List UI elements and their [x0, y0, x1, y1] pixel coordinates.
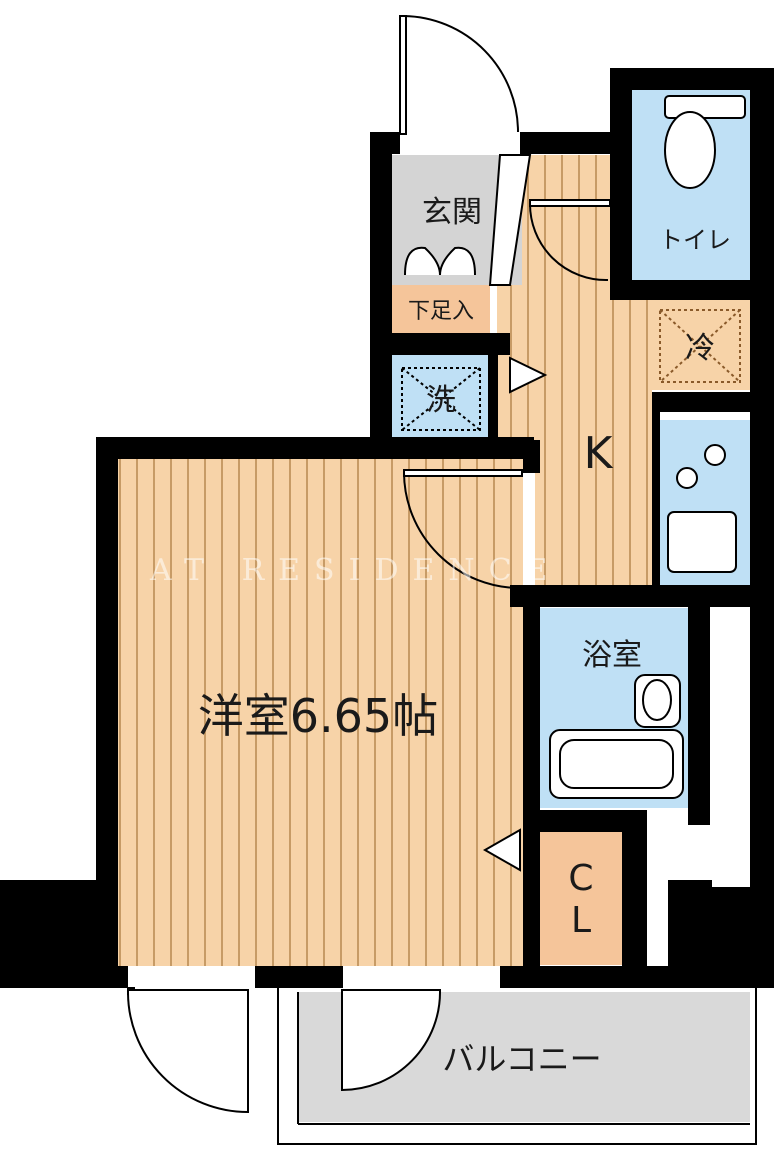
- kitchen-corridor-floor: [497, 155, 652, 585]
- balcony-door-right[interactable]: [341, 989, 442, 1092]
- toilet-door[interactable]: [528, 199, 611, 282]
- bath-window-gap: [712, 607, 750, 887]
- fridge-icon: [659, 309, 741, 383]
- label-closet-c: C: [568, 858, 593, 899]
- label-reizouko: 冷: [685, 331, 715, 366]
- closet-arrow-icon: [482, 828, 521, 872]
- entrance-door[interactable]: [399, 15, 519, 135]
- stove-icon: [667, 444, 737, 573]
- label-yokushitsu: 浴室: [582, 638, 642, 673]
- label-kitchen: K: [584, 428, 614, 479]
- bathtub-icon: [549, 674, 684, 799]
- washing-machine-icon: [401, 367, 481, 431]
- washer-arrow-icon: [509, 356, 548, 394]
- youshitsu-floor: [118, 458, 523, 966]
- toilet-icon: [664, 95, 746, 189]
- entrance-door-gap: [400, 132, 520, 154]
- label-sentaku: 洗: [426, 383, 456, 418]
- label-youshitsu: 洋室6.65帖: [198, 689, 438, 743]
- balcony-door-left[interactable]: [126, 987, 249, 1114]
- closet-floor: [540, 830, 622, 965]
- balcony-railing: [277, 988, 757, 1145]
- youshitsu-door[interactable]: [403, 469, 523, 589]
- walls: [0, 68, 774, 988]
- label-geta: 下足入: [408, 299, 474, 324]
- label-closet-l: L: [571, 900, 591, 941]
- genkan-step: [404, 154, 532, 286]
- label-genkan: 玄関: [422, 195, 482, 230]
- watermark: AT RESIDENCE: [149, 553, 562, 588]
- geta-floor: [392, 285, 490, 333]
- label-toilet: トイレ: [659, 226, 731, 254]
- label-balcony: バルコニー: [442, 1040, 601, 1078]
